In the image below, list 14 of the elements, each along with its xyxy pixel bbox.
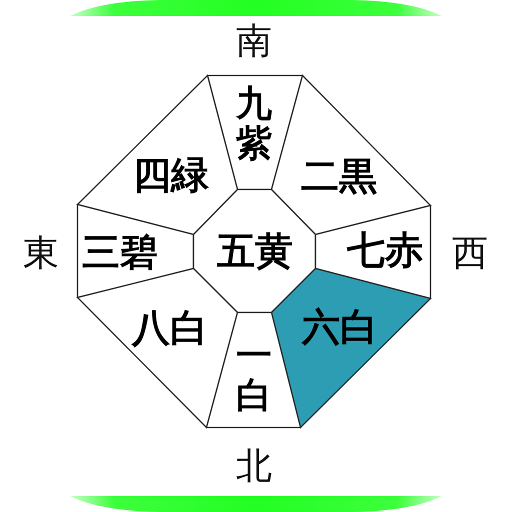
direction-label: 西 xyxy=(452,236,488,272)
sector-label: 六白 xyxy=(302,308,378,346)
sector-label: 七赤 xyxy=(347,231,423,269)
direction-label: 南 xyxy=(236,24,272,60)
octagon-sector xyxy=(204,310,302,428)
direction-label: 北 xyxy=(236,449,272,485)
sector-label: 三碧 xyxy=(82,233,158,271)
sector-label: 八白 xyxy=(132,309,208,347)
direction-label: 東 xyxy=(23,236,59,272)
sector-label: 二黒 xyxy=(301,157,377,195)
sector-label: 四緑 xyxy=(133,156,209,194)
sector-label: 九紫 xyxy=(236,84,272,164)
center-label: 五黄 xyxy=(217,232,293,270)
sector-label: 一白 xyxy=(236,336,272,416)
